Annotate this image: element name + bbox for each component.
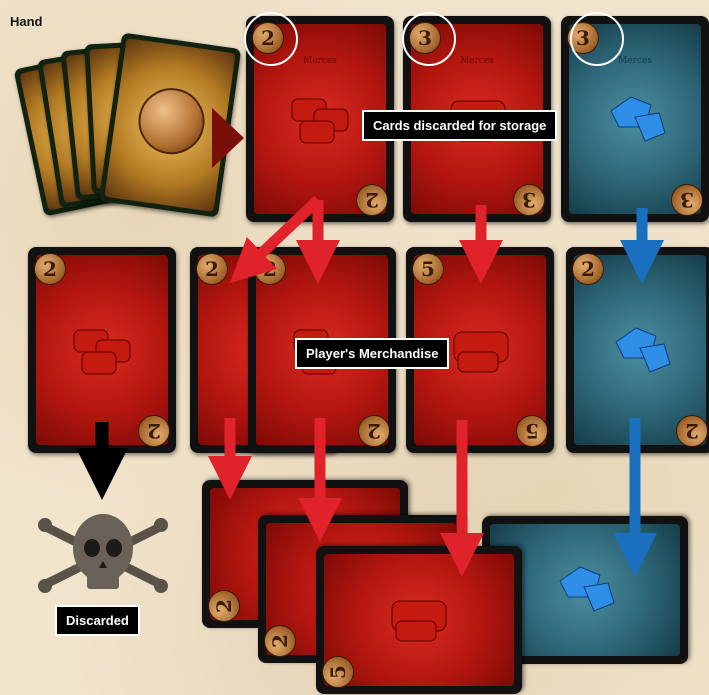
- merch-callout: Player's Merchandise: [295, 338, 449, 369]
- storage-callout: Cards discarded for storage: [362, 110, 557, 141]
- discarded-label: Discarded: [55, 605, 140, 636]
